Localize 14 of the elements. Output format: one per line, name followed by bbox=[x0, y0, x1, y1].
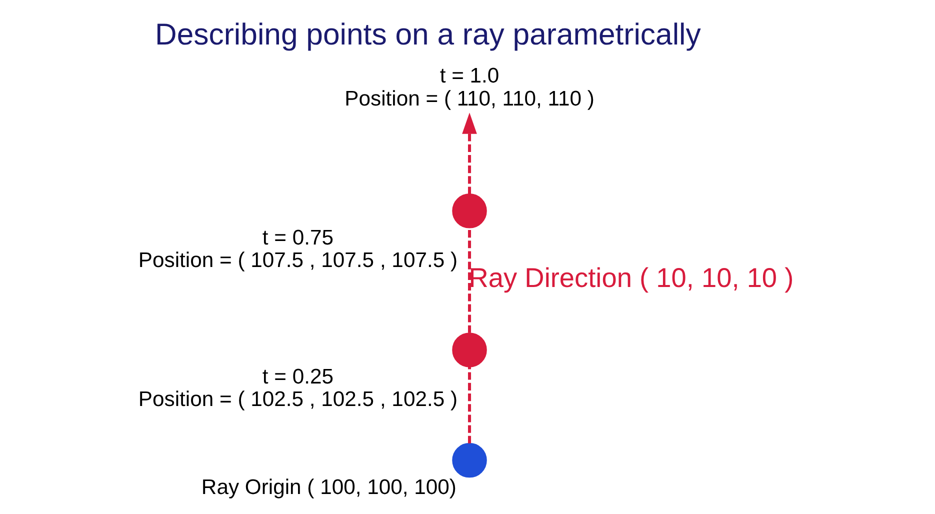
connector bbox=[468, 228, 471, 333]
arrow bbox=[462, 112, 476, 194]
node-text: t = 1.0 Position = ( 110, 110, 110 ) bbox=[344, 64, 594, 110]
diagram-title: Describing points on a ray parametrically bbox=[154, 18, 700, 52]
node-label: Position = ( 107.5 , 107.5 , 107.5 ) bbox=[138, 249, 458, 272]
node-circle bbox=[452, 442, 486, 478]
connector bbox=[468, 366, 471, 444]
node-label: Ray Origin ( 100, 100, 100) bbox=[200, 476, 456, 499]
node-circle bbox=[452, 332, 486, 368]
node-circle bbox=[452, 194, 486, 228]
node-label: Position = ( 102.5 , 102.5 , 102.5 ) bbox=[138, 388, 458, 412]
node-label: t = 0.75 bbox=[262, 226, 334, 250]
node-label: t = 0.25 bbox=[262, 366, 334, 389]
edge-label: Ray Direction ( 10, 10, 10 ) bbox=[468, 262, 794, 294]
